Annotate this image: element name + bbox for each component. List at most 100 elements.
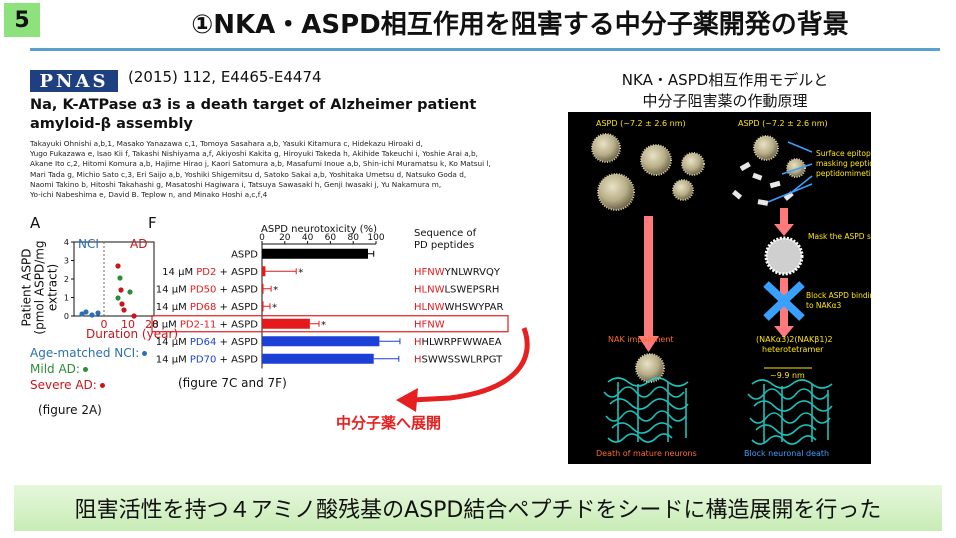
legend-mild-ad: Mild AD: xyxy=(30,362,88,376)
panel-f-xtick-label: 0 xyxy=(259,233,265,243)
paper-citation: (2015) 112, E4465-E4474 xyxy=(128,68,322,86)
row-label-peptide: PD50 xyxy=(190,284,216,295)
panel-a-ytick-label: 3 xyxy=(64,257,69,266)
sequence-motif: HLNW xyxy=(414,302,445,313)
sequence-motif: HFNW xyxy=(414,319,445,330)
seq-header-line1: Sequence of xyxy=(414,228,477,239)
legend-severe-ad: Severe AD: xyxy=(30,378,105,392)
panel-a-ytick-label: 1 xyxy=(64,294,69,303)
develop-arrow-head xyxy=(396,388,418,412)
size-label: ~9.9 nm xyxy=(770,371,805,380)
authors-line: Yo-ichi Nabeshima e, David B. Teplow n, … xyxy=(30,190,268,200)
nak-protein-left xyxy=(603,377,689,443)
row-label-suffix: + ASPD xyxy=(216,284,258,295)
panel-f-bar xyxy=(262,283,264,294)
panel-a-point xyxy=(95,310,101,316)
paper-authors: Takayuki Ohnishi a,b,1, Masako Yanazawa … xyxy=(30,139,550,200)
title-divider xyxy=(30,48,940,51)
model-diagram-svg: ASPD (~7.2 ± 2.6 nm) ASPD (~7.2 ± 2.6 nm… xyxy=(591,119,871,458)
authors-line: Takayuki Ohnishi a,b,1, Masako Yanazawa … xyxy=(30,139,423,148)
panel-f-xtick-label: 40 xyxy=(302,233,314,243)
panel-a-letter: A xyxy=(30,214,41,232)
row-label-peptide: PD2-11 xyxy=(180,319,216,330)
masked-aspd xyxy=(764,236,804,276)
panel-a-ylabel-line2: (pmol ASPD/mg extract) xyxy=(32,240,60,335)
panel-a-point xyxy=(118,287,124,293)
panel-f-significance-star: * xyxy=(272,302,277,313)
panel-a-ad-label: AD xyxy=(130,237,147,251)
panel-f-xtick-label: 100 xyxy=(367,233,384,243)
panel-f-bar xyxy=(262,353,374,364)
legend-mild-label: Mild AD: xyxy=(30,362,80,376)
epitope-line3: peptidomimetics xyxy=(816,169,871,178)
sequence-motif: HLNW xyxy=(414,284,445,295)
authors-line: Akane Ito c,2, Hitomi Komura a,b, Hajime… xyxy=(30,159,491,169)
panel-f-row-label: 14 μM PD68 + ASPD xyxy=(156,302,259,313)
right-flow-arrowhead-1 xyxy=(774,224,794,236)
aspd-peptide-cluster xyxy=(732,135,813,206)
row-label-suffix: + ASPD xyxy=(216,354,258,365)
death-right-label: Block neuronal death xyxy=(744,449,829,458)
panel-a-ylabel: Patient ASPD (pmol ASPD/mg extract) xyxy=(20,238,60,338)
nak-impairment-label: NAK impairment xyxy=(608,335,674,344)
mask-label: Mask the ASPD surface xyxy=(808,232,871,241)
panel-a-frame xyxy=(73,241,155,317)
panel-f-row-label: 14 μM PD70 + ASPD xyxy=(156,354,259,365)
panel-f-sequence: HLNWWHSWYPAR xyxy=(414,302,503,313)
panel-f-letter: F xyxy=(148,214,157,232)
row-label-suffix: ASPD xyxy=(231,249,258,260)
legend-severe-dot xyxy=(99,383,105,388)
panel-a-point xyxy=(89,312,95,318)
panel-a-fig-note: (figure 2A) xyxy=(38,403,102,417)
highlight-row-box xyxy=(151,315,509,333)
epitope-line1: Surface epitope xyxy=(816,149,871,158)
row-label-suffix: + ASPD xyxy=(216,337,258,348)
aspd-spheres-left xyxy=(591,133,705,211)
panel-a-ytick-label: 4 xyxy=(64,238,69,247)
panel-a-point xyxy=(119,301,125,307)
panel-a-point xyxy=(117,275,123,281)
panel-f-row-label: 2.8 μM PD2-11 + ASPD xyxy=(150,319,258,330)
slide-title: ①NKA・ASPD相互作用を阻害する中分子薬開発の背景 xyxy=(191,10,849,40)
aspd-size-right: ASPD (~7.2 ± 2.6 nm) xyxy=(738,119,828,128)
panel-f-sequence: HFNWYNLWRVQY xyxy=(414,267,501,278)
seq-header-line2: PD peptides xyxy=(414,240,474,251)
panel-f-significance-star: * xyxy=(298,267,303,278)
death-left-label: Death of mature neurons xyxy=(596,449,697,458)
develop-arrow-shaft xyxy=(411,327,530,403)
model-title: NKA・ASPD相互作用モデルと 中分子阻害薬の作動原理 xyxy=(570,70,880,112)
legend-mild-dot xyxy=(82,367,88,372)
paper-title-line2: amyloid-β assembly xyxy=(30,116,193,132)
conclusion-banner: 阻害活性を持つ４アミノ酸残基のASPD結合ペプチドをシードに構造展開を行った xyxy=(14,485,942,531)
sequence-motif: HFNW xyxy=(414,267,445,278)
row-label-peptide: PD68 xyxy=(190,302,216,313)
panel-a-xlabel: Duration (year) xyxy=(86,327,179,341)
legend-nci: Age-matched NCI: xyxy=(30,346,148,360)
panel-a-point xyxy=(131,313,137,319)
develop-arrow-label: 中分子薬へ展開 xyxy=(336,414,442,432)
panel-a-ytick-label: 0 xyxy=(64,312,69,321)
model-title-line2: 中分子阻害薬の作動原理 xyxy=(642,92,808,110)
panel-f-significance-star: * xyxy=(321,320,326,331)
panel-a-point xyxy=(121,307,127,313)
model-diagram: ASPD (~7.2 ± 2.6 nm) ASPD (~7.2 ± 2.6 nm… xyxy=(568,112,871,464)
block-line2: to NAKα3 xyxy=(806,301,842,310)
model-title-line1: NKA・ASPD相互作用モデルと xyxy=(621,71,829,89)
panel-f-bar xyxy=(262,301,264,312)
left-flow-arrowhead xyxy=(638,336,659,352)
panel-f-row-label: ASPD xyxy=(231,249,258,260)
aspd-bound-nak xyxy=(635,353,665,383)
panel-f-bar xyxy=(262,266,266,277)
paper-title-line1: Na, K-ATPase α3 is a death target of Alz… xyxy=(30,97,477,113)
sequence-rest: LSWEPSRH xyxy=(444,284,499,295)
panel-a-ytick-label: 2 xyxy=(64,275,69,284)
row-label-prefix: 14 μM xyxy=(156,337,190,348)
panel-a-xtick-label: 10 xyxy=(121,318,135,331)
panel-f-sequence: HFNW xyxy=(414,319,445,330)
right-flow-arrow-1 xyxy=(780,208,788,226)
row-label-suffix: + ASPD xyxy=(216,319,258,330)
panel-f-bar xyxy=(262,336,380,347)
panel-f-significance-star: * xyxy=(273,285,278,296)
